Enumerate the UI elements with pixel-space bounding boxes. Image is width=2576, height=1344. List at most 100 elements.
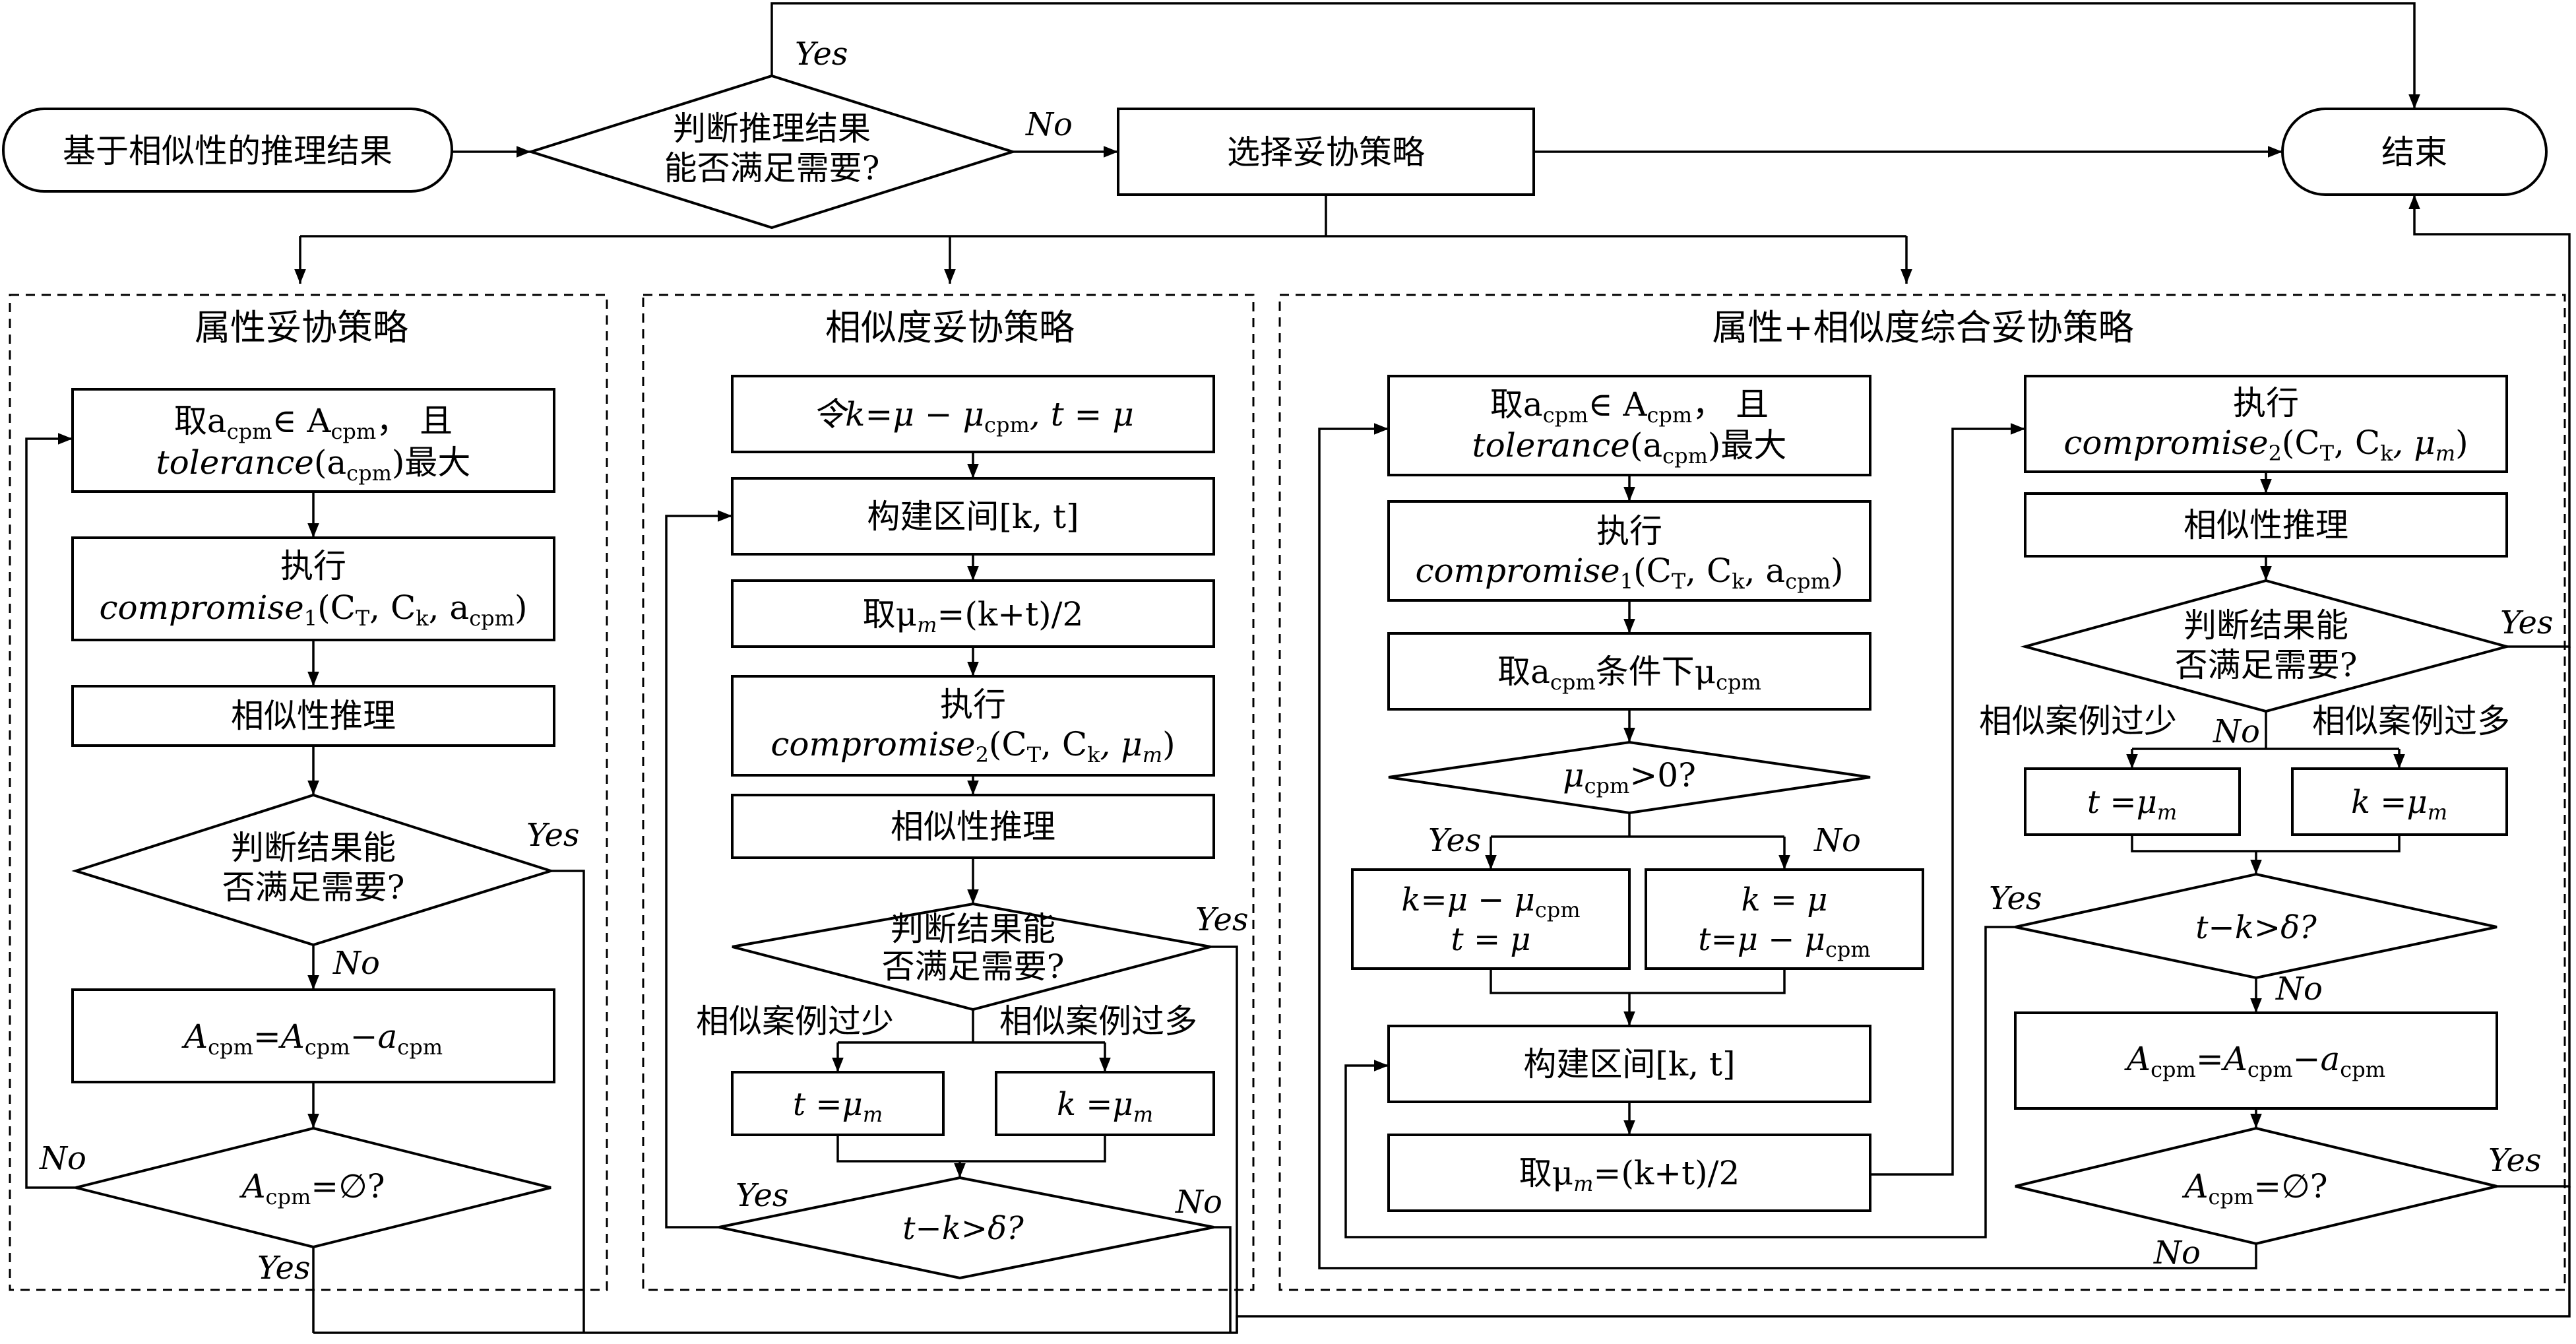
a-update-label: Acpm=Acpm−acpm xyxy=(181,1017,443,1060)
c-empty-no-label: No xyxy=(2153,1234,2201,1271)
c-delta-no-label: No xyxy=(2275,971,2323,1008)
a-exec-label: 执行 xyxy=(280,547,346,585)
b-exec-formula: compromise2(CT, Ck, μm) xyxy=(770,725,1175,767)
c-judge-yes-to-end xyxy=(2408,195,2571,648)
b-set-k-label: k =μm xyxy=(1057,1086,1153,1127)
select-strategy-label: 选择妥协策略 xyxy=(1227,133,1425,172)
c-exec2-label: 执行 xyxy=(2233,384,2299,422)
b-judge-line-1: 判断结果能 xyxy=(891,910,1055,948)
c-judge-line-2: 否满足需要? xyxy=(2175,646,2358,684)
c-exec1-label: 执行 xyxy=(1596,512,1662,550)
top-no-label: No xyxy=(1025,106,1073,143)
top-decision xyxy=(526,74,1017,230)
b-few-label: 相似案例过少 xyxy=(696,1002,894,1040)
end-label: 结束 xyxy=(2381,133,2447,172)
panel-a-title: 属性妥协策略 xyxy=(195,307,408,348)
c-mu-under-label: 取acpm条件下μcpm xyxy=(1497,653,1761,695)
a-judge-line-2: 否满足需要? xyxy=(222,868,405,907)
b-mid-label: 取μm=(k+t)/2 xyxy=(863,595,1084,637)
c-yes-line-1: k=μ − μcpm xyxy=(1401,881,1580,922)
c-exec1-formula: compromise1(CT, Ck, acpm) xyxy=(1416,552,1844,594)
a-exec-formula: compromise1(CT, Ck, acpm) xyxy=(100,589,528,631)
c-mid-box xyxy=(1387,1134,1871,1212)
b-init-box xyxy=(731,375,1215,453)
b-interval-label: 构建区间[k, t] xyxy=(867,497,1079,536)
b-judge-yes-label: Yes xyxy=(1195,901,1249,938)
top-decision-line-1: 判断推理结果 xyxy=(673,110,871,148)
c-update-label: Acpm=Acpm−acpm xyxy=(2124,1040,2385,1082)
c-mu-check-label: μcpm>0? xyxy=(1563,756,1696,798)
c-no-line-2: t=μ − μcpm xyxy=(1698,921,1870,962)
b-reason-label: 相似性推理 xyxy=(891,808,1055,846)
b-judge-line-2: 否满足需要? xyxy=(882,947,1065,986)
bus-line xyxy=(313,1186,2571,1334)
c-set-join xyxy=(2131,835,2401,852)
a-empty-yes-label: Yes xyxy=(257,1250,311,1287)
c-delta-yes-loop xyxy=(1344,926,2015,1238)
a-reason-box xyxy=(71,685,555,747)
c-reason-label: 相似性推理 xyxy=(2183,506,2348,544)
a-take-line-1: 取acpm∈ Acpm， 且 xyxy=(174,402,453,444)
c-judge-line-1: 判断结果能 xyxy=(2183,606,2348,645)
b-many-label: 相似案例过多 xyxy=(999,1002,1197,1040)
b-exec-box xyxy=(731,675,1215,777)
c-take-line-2: tolerance(acpm)最大 xyxy=(1472,426,1787,468)
top-decision-line-2: 能否满足需要? xyxy=(664,149,880,187)
arrow-decision-yes xyxy=(770,2,2420,109)
a-loop-no xyxy=(25,433,76,1189)
a-exec-box xyxy=(71,536,555,641)
start-terminal xyxy=(2,108,453,193)
c-empty-yes-label: Yes xyxy=(2488,1142,2542,1179)
panel-b-frame xyxy=(642,294,1255,1291)
b-delta-yes-label: Yes xyxy=(736,1177,789,1214)
a-judge-no-label: No xyxy=(332,945,380,982)
b-join-left xyxy=(836,1135,1106,1163)
bus-a-judge-yes xyxy=(551,870,585,1333)
c-set-t-box xyxy=(2024,767,2241,836)
c-mu-no-label: No xyxy=(1813,822,1861,859)
b-delta-no-label: No xyxy=(1175,1184,1222,1221)
c-delta-yes-label: Yes xyxy=(1989,880,2042,917)
c-many-label: 相似案例过多 xyxy=(2312,702,2510,740)
a-judge-yes-label: Yes xyxy=(526,817,580,854)
c-interval-box xyxy=(1387,1025,1871,1103)
c-mu-under-box xyxy=(1387,632,1871,711)
c-few-label: 相似案例过少 xyxy=(1979,702,2177,740)
start-label: 基于相似性的推理结果 xyxy=(63,132,393,170)
a-take-box xyxy=(71,388,555,493)
c-take-box xyxy=(1387,375,1871,476)
c-set-k-box xyxy=(2291,767,2508,836)
top-yes-label: Yes xyxy=(795,36,848,73)
c-update-box xyxy=(2014,1011,2498,1110)
panel-a-frame xyxy=(9,294,608,1291)
c-empty-label: Acpm=∅? xyxy=(2182,1167,2327,1209)
b-delta-label: t−k>δ? xyxy=(902,1210,1024,1247)
c-judge-no-label: No xyxy=(2213,713,2260,750)
panel-b-title: 相似度妥协策略 xyxy=(825,307,1075,348)
bus-b-judge-yes xyxy=(1210,945,1238,1333)
c-yes-line-2: t = μ xyxy=(1451,921,1530,958)
a-judge-line-1: 判断结果能 xyxy=(231,829,396,867)
c-no-box xyxy=(1645,868,1924,970)
panel-c-title: 属性+相似度综合妥协策略 xyxy=(1712,307,2133,348)
b-set-t-label: t =μm xyxy=(793,1086,883,1127)
c-take-line-1: 取acpm∈ Acpm， 且 xyxy=(1490,385,1769,428)
c-exec2-box xyxy=(2024,375,2508,473)
c-set-k-label: k =μm xyxy=(2351,784,2447,825)
bus-b-delta-no xyxy=(1214,1226,1232,1333)
b-set-k-box xyxy=(995,1071,1215,1136)
c-exec1-box xyxy=(1387,500,1871,602)
c-interval-label: 构建区间[k, t] xyxy=(1523,1045,1735,1083)
c-mu-yes-label: Yes xyxy=(1428,822,1482,859)
c-no-line-1: k = μ xyxy=(1741,881,1827,918)
b-set-t-box xyxy=(731,1071,945,1136)
b-delta-decision xyxy=(718,1176,1214,1280)
c-exec2-formula: compromise2(CT, Ck, μm) xyxy=(2063,424,2468,466)
c-mid-to-exec2 xyxy=(1870,423,2025,1176)
c-mu-join xyxy=(1490,969,1786,994)
b-interval-box xyxy=(731,477,1215,556)
b-init-label: 令k=μ − μcpm, t = μ xyxy=(812,395,1134,437)
a-take-line-2: tolerance(acpm)最大 xyxy=(156,443,471,486)
c-set-t-label: t =μm xyxy=(2087,784,2177,825)
